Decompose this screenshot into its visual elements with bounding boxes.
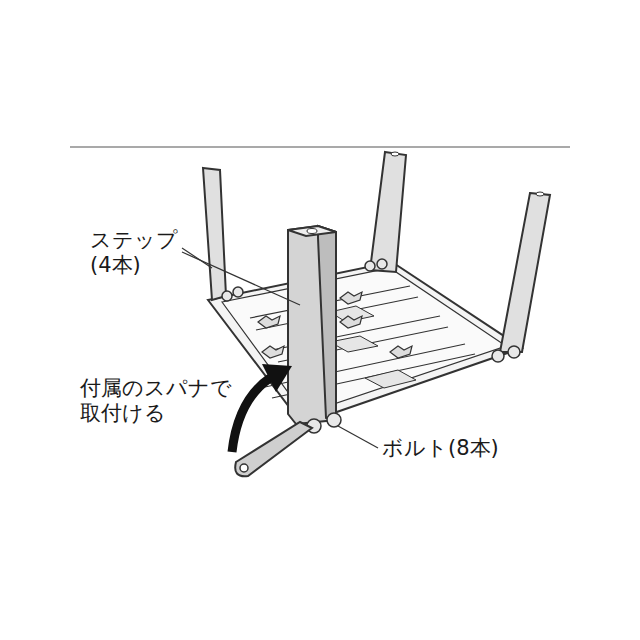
spanner [235,422,312,476]
tray [208,262,522,424]
rotate-arrow [232,364,292,452]
part-name: ステップ (4本) [90,228,190,278]
part-name: ボルト(8本) [382,436,542,461]
instruction-note: 付属のスパナで 取付ける [80,376,250,426]
leader-line [182,248,378,448]
rule-line [70,146,570,147]
bolt [222,259,520,433]
step-leg [203,152,550,424]
